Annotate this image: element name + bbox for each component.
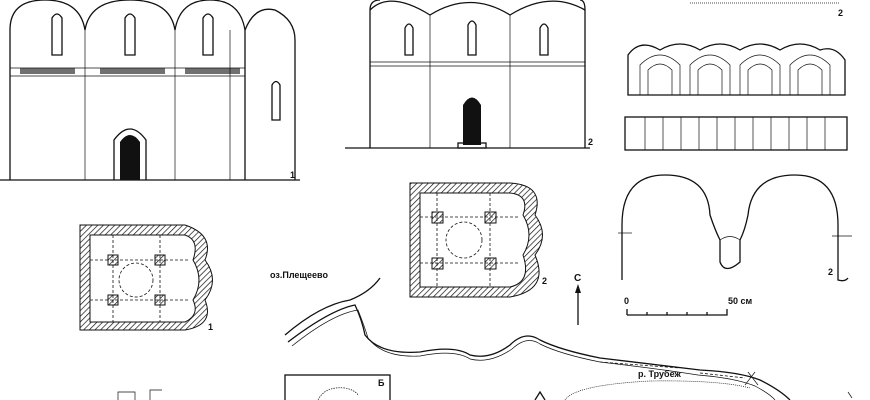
river-label: р. Трубеж (638, 369, 681, 379)
plan-2-number: 2 (542, 276, 547, 286)
scale-bar (626, 309, 728, 316)
scale-start-label: 0 (624, 296, 629, 306)
arch-detail-number: 2 (828, 267, 833, 277)
church-elevation-1 (0, 0, 300, 181)
church-elevation-2 (345, 0, 590, 149)
river-map (284, 277, 853, 400)
elevation-2-number: 2 (588, 137, 593, 147)
inset-map-b (117, 374, 391, 400)
church-plan-2 (409, 182, 543, 298)
arch-profile-detail (618, 174, 852, 282)
lake-label: оз.Плещеево (270, 270, 328, 280)
elevation-1-number: 1 (290, 170, 295, 180)
north-arrow-icon (575, 284, 581, 325)
plan-1-number: 1 (208, 322, 213, 332)
detail-top-number: 2 (838, 8, 843, 18)
frieze-detail (624, 2, 848, 151)
scale-end-label: 50 см (728, 296, 753, 306)
church-plan-1 (79, 224, 213, 331)
inset-label: Б (378, 378, 385, 388)
north-letter: С (574, 273, 581, 284)
